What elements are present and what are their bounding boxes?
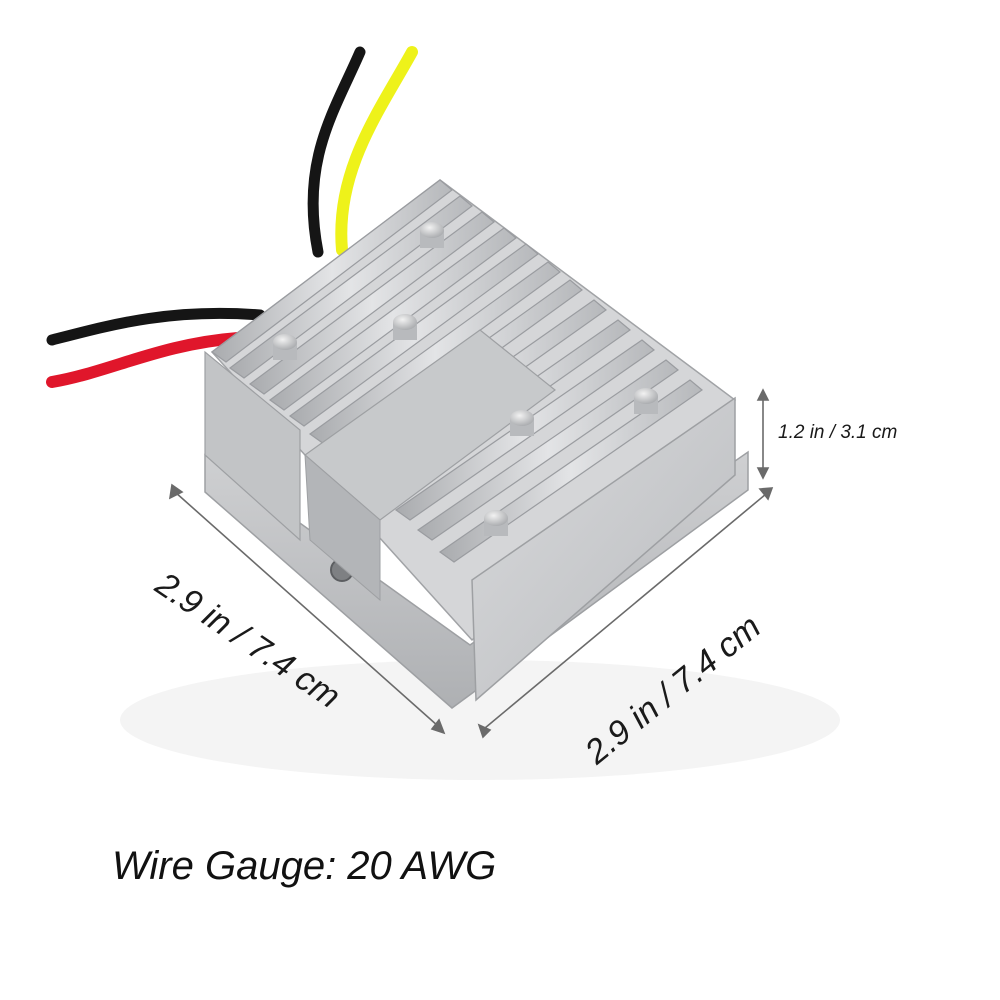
floor-shadow	[120, 660, 840, 780]
right-dimension-line	[484, 493, 767, 729]
screw-post-icon	[393, 314, 417, 340]
yellow-wire	[335, 46, 418, 256]
end-face	[471, 396, 736, 702]
black-wire-top	[307, 46, 366, 258]
screw-post-icon	[634, 388, 658, 414]
screw-post-icon	[273, 334, 297, 360]
wires	[46, 46, 418, 388]
screw-post-icon	[510, 410, 534, 436]
screw-post-icon	[484, 510, 508, 536]
screw-posts	[273, 222, 658, 536]
dimension-lines	[168, 388, 774, 739]
screw-post-icon	[420, 222, 444, 248]
left-dimension-line	[174, 491, 439, 727]
red-wire	[46, 332, 244, 388]
wire-gauge-caption: Wire Gauge: 20 AWG	[112, 844, 497, 888]
black-wire-left	[46, 307, 266, 346]
side-face	[204, 350, 301, 542]
height-dimension-label: 1.2 in / 3.1 cm	[778, 422, 898, 443]
